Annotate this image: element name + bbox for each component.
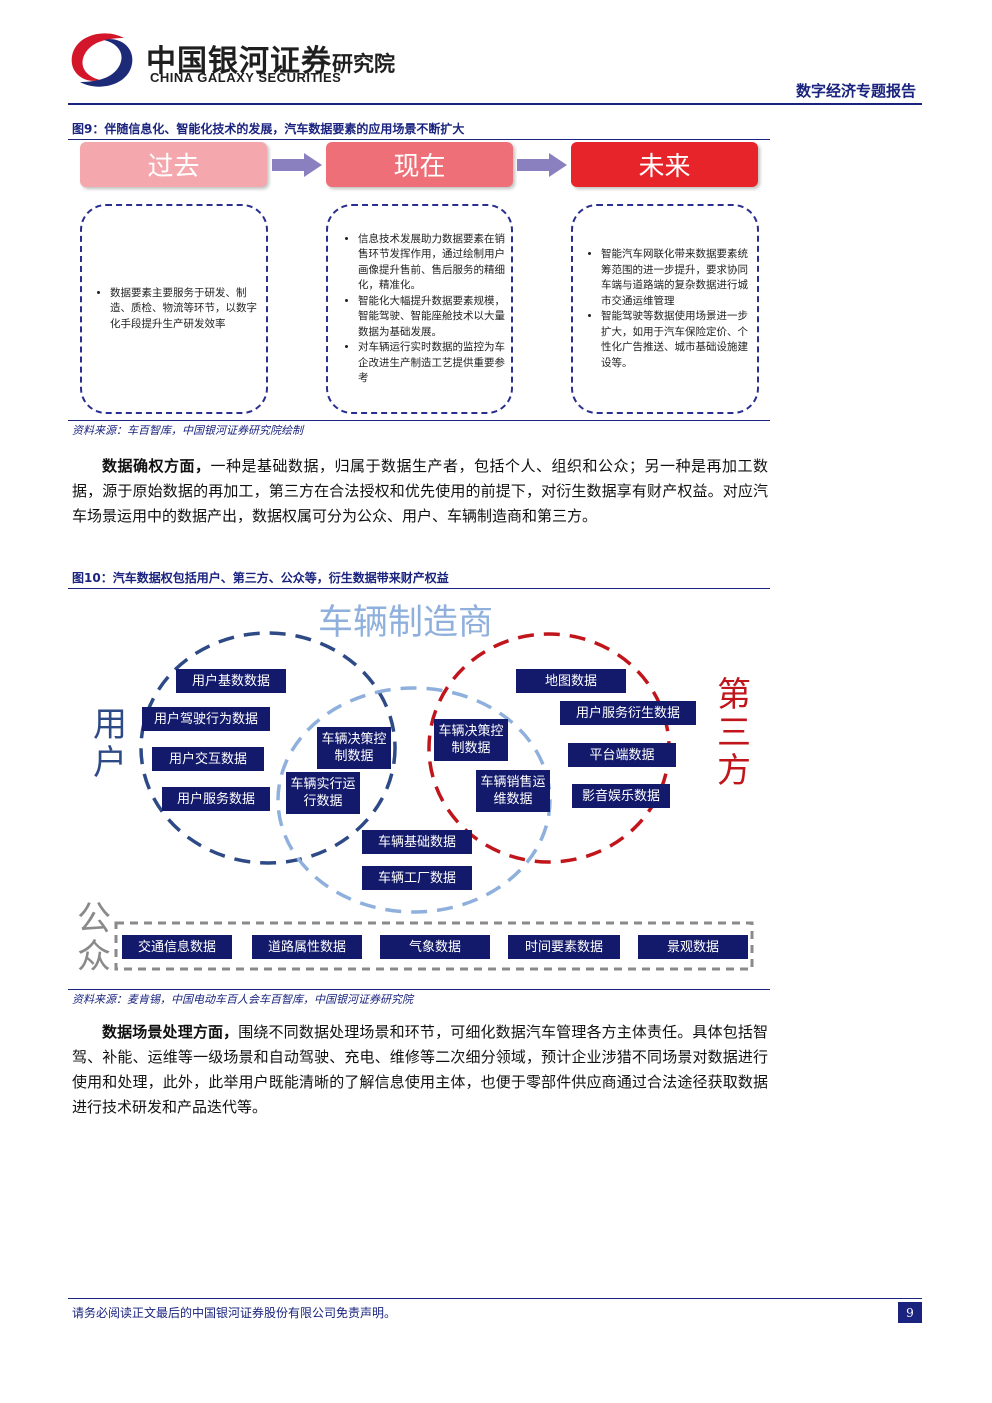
phase-present: 现在 — [326, 142, 513, 187]
tag-traffic-data: 交通信息数据 — [122, 935, 232, 959]
tag-landscape-data: 景观数据 — [638, 935, 748, 959]
figure10-title-rule — [68, 588, 770, 589]
figure10-bottom-rule — [68, 989, 770, 990]
company-logo-icon — [71, 33, 133, 87]
figure9-bottom-rule — [68, 420, 770, 421]
tag-vehicle-sales-data: 车辆销售运维数据 — [476, 770, 550, 812]
bullet-item: 信息技术发展助力数据要素在销售环节发挥作用，通过绘制用户画像提升售前、售后服务的… — [358, 232, 505, 294]
tag-user-service-derived-data: 用户服务衍生数据 — [560, 701, 696, 725]
logo-institute: 研究院 — [332, 52, 395, 76]
tag-platform-data: 平台端数据 — [568, 743, 676, 767]
paragraph-lead: 数据场景处理方面， — [102, 1023, 239, 1041]
figure9-title-rule — [68, 139, 770, 140]
data-ownership-venn-diagram — [114, 631, 754, 971]
tag-entertainment-data: 影音娱乐数据 — [572, 784, 670, 808]
future-description-box: 智能汽车网联化带来数据要素统筹范围的进一步提升，要求协同车端与道路端的复杂数据进… — [571, 204, 759, 414]
bullet-item: 对车辆运行实时数据的监控为车企改进生产制造工艺提供重要参考 — [358, 340, 505, 387]
header-rule — [68, 103, 922, 105]
paragraph-lead: 数据确权方面， — [102, 457, 211, 475]
tag-user-driving-data: 用户驾驶行为数据 — [142, 707, 270, 731]
logo-english-name: CHINA GALAXY SECURITIES — [150, 70, 342, 85]
tag-vehicle-factory-data: 车辆工厂数据 — [362, 866, 472, 890]
present-description-box: 信息技术发展助力数据要素在销售环节发挥作用，通过绘制用户画像提升售前、售后服务的… — [326, 204, 513, 414]
figure10-title: 图10：汽车数据权包括用户、第三方、公众等，衍生数据带来财产权益 — [72, 571, 449, 585]
tag-user-base-data: 用户基数数据 — [176, 669, 286, 693]
page-number: 9 — [898, 1302, 922, 1323]
figure9-source: 资料来源：车百智库，中国银河证券研究院绘制 — [72, 424, 303, 437]
tag-map-data: 地图数据 — [516, 669, 626, 693]
past-description-box: 数据要素主要服务于研发、制造、质检、物流等环节，以数字化手段提升生产研发效率 — [80, 204, 268, 414]
third-party-label: 第三方 — [717, 675, 751, 791]
arrow-right-icon — [272, 153, 322, 177]
report-type: 数字经济专题报告 — [795, 82, 916, 100]
paragraph-scenario-processing: 数据场景处理方面，围绕不同数据处理场景和环节，可细化数据汽车管理各方主体责任。具… — [72, 1020, 768, 1120]
manufacturer-circle — [276, 686, 552, 914]
tag-time-data: 时间要素数据 — [508, 935, 620, 959]
tag-vehicle-runtime-data: 车辆实行运行数据 — [286, 772, 360, 814]
footer-disclaimer: 请务必阅读正文最后的中国银河证券股份有限公司免责声明。 — [72, 1306, 397, 1320]
manufacturer-label: 车辆制造商 — [318, 603, 494, 643]
bullet-item: 智能化大幅提升数据要素规模，智能驾驶、智能座舱技术以大量数据为基础发展。 — [358, 294, 505, 341]
bullet-item: 智能汽车网联化带来数据要素统筹范围的进一步提升，要求协同车端与道路端的复杂数据进… — [601, 247, 749, 309]
public-box — [114, 921, 754, 971]
tag-weather-data: 气象数据 — [380, 935, 490, 959]
public-label: 公众 — [77, 899, 111, 977]
paragraph-data-rights: 数据确权方面，一种是基础数据，归属于数据生产者，包括个人、组织和公众；另一种是再… — [72, 454, 768, 529]
phase-past: 过去 — [80, 142, 267, 187]
bullet-item: 智能驾驶等数据使用场景进一步扩大，如用于汽车保险定价、个性化广告推送、城市基础设… — [601, 309, 749, 371]
user-circle — [139, 631, 397, 865]
arrow-right-icon — [517, 153, 567, 177]
tag-vehicle-decision-data: 车辆决策控制数据 — [317, 727, 391, 769]
user-label: 用户 — [93, 705, 127, 783]
paragraph-body: 围绕不同数据处理场景和环节，可细化数据汽车管理各方主体责任。具体包括智驾、补能、… — [72, 1023, 768, 1116]
tag-vehicle-base-data: 车辆基础数据 — [362, 830, 472, 854]
figure10-source: 资料来源：麦肯锡，中国电动车百人会车百智库，中国银河证券研究院 — [72, 993, 413, 1006]
tag-vehicle-decision-data: 车辆决策控制数据 — [434, 719, 508, 761]
paragraph-body: 一种是基础数据，归属于数据生产者，包括个人、组织和公众；另一种是再加工数据，源于… — [72, 457, 768, 525]
figure9-title: 图9：伴随信息化、智能化技术的发展，汽车数据要素的应用场景不断扩大 — [72, 122, 465, 136]
footer-rule — [68, 1298, 922, 1299]
tag-user-interaction-data: 用户交互数据 — [152, 747, 264, 771]
phase-future: 未来 — [571, 142, 758, 187]
bullet-item: 数据要素主要服务于研发、制造、质检、物流等环节，以数字化手段提升生产研发效率 — [110, 286, 266, 333]
logo-chinese-name: 中国银河证券 — [146, 44, 332, 79]
tag-user-service-data: 用户服务数据 — [162, 787, 270, 811]
tag-road-data: 道路属性数据 — [252, 935, 362, 959]
